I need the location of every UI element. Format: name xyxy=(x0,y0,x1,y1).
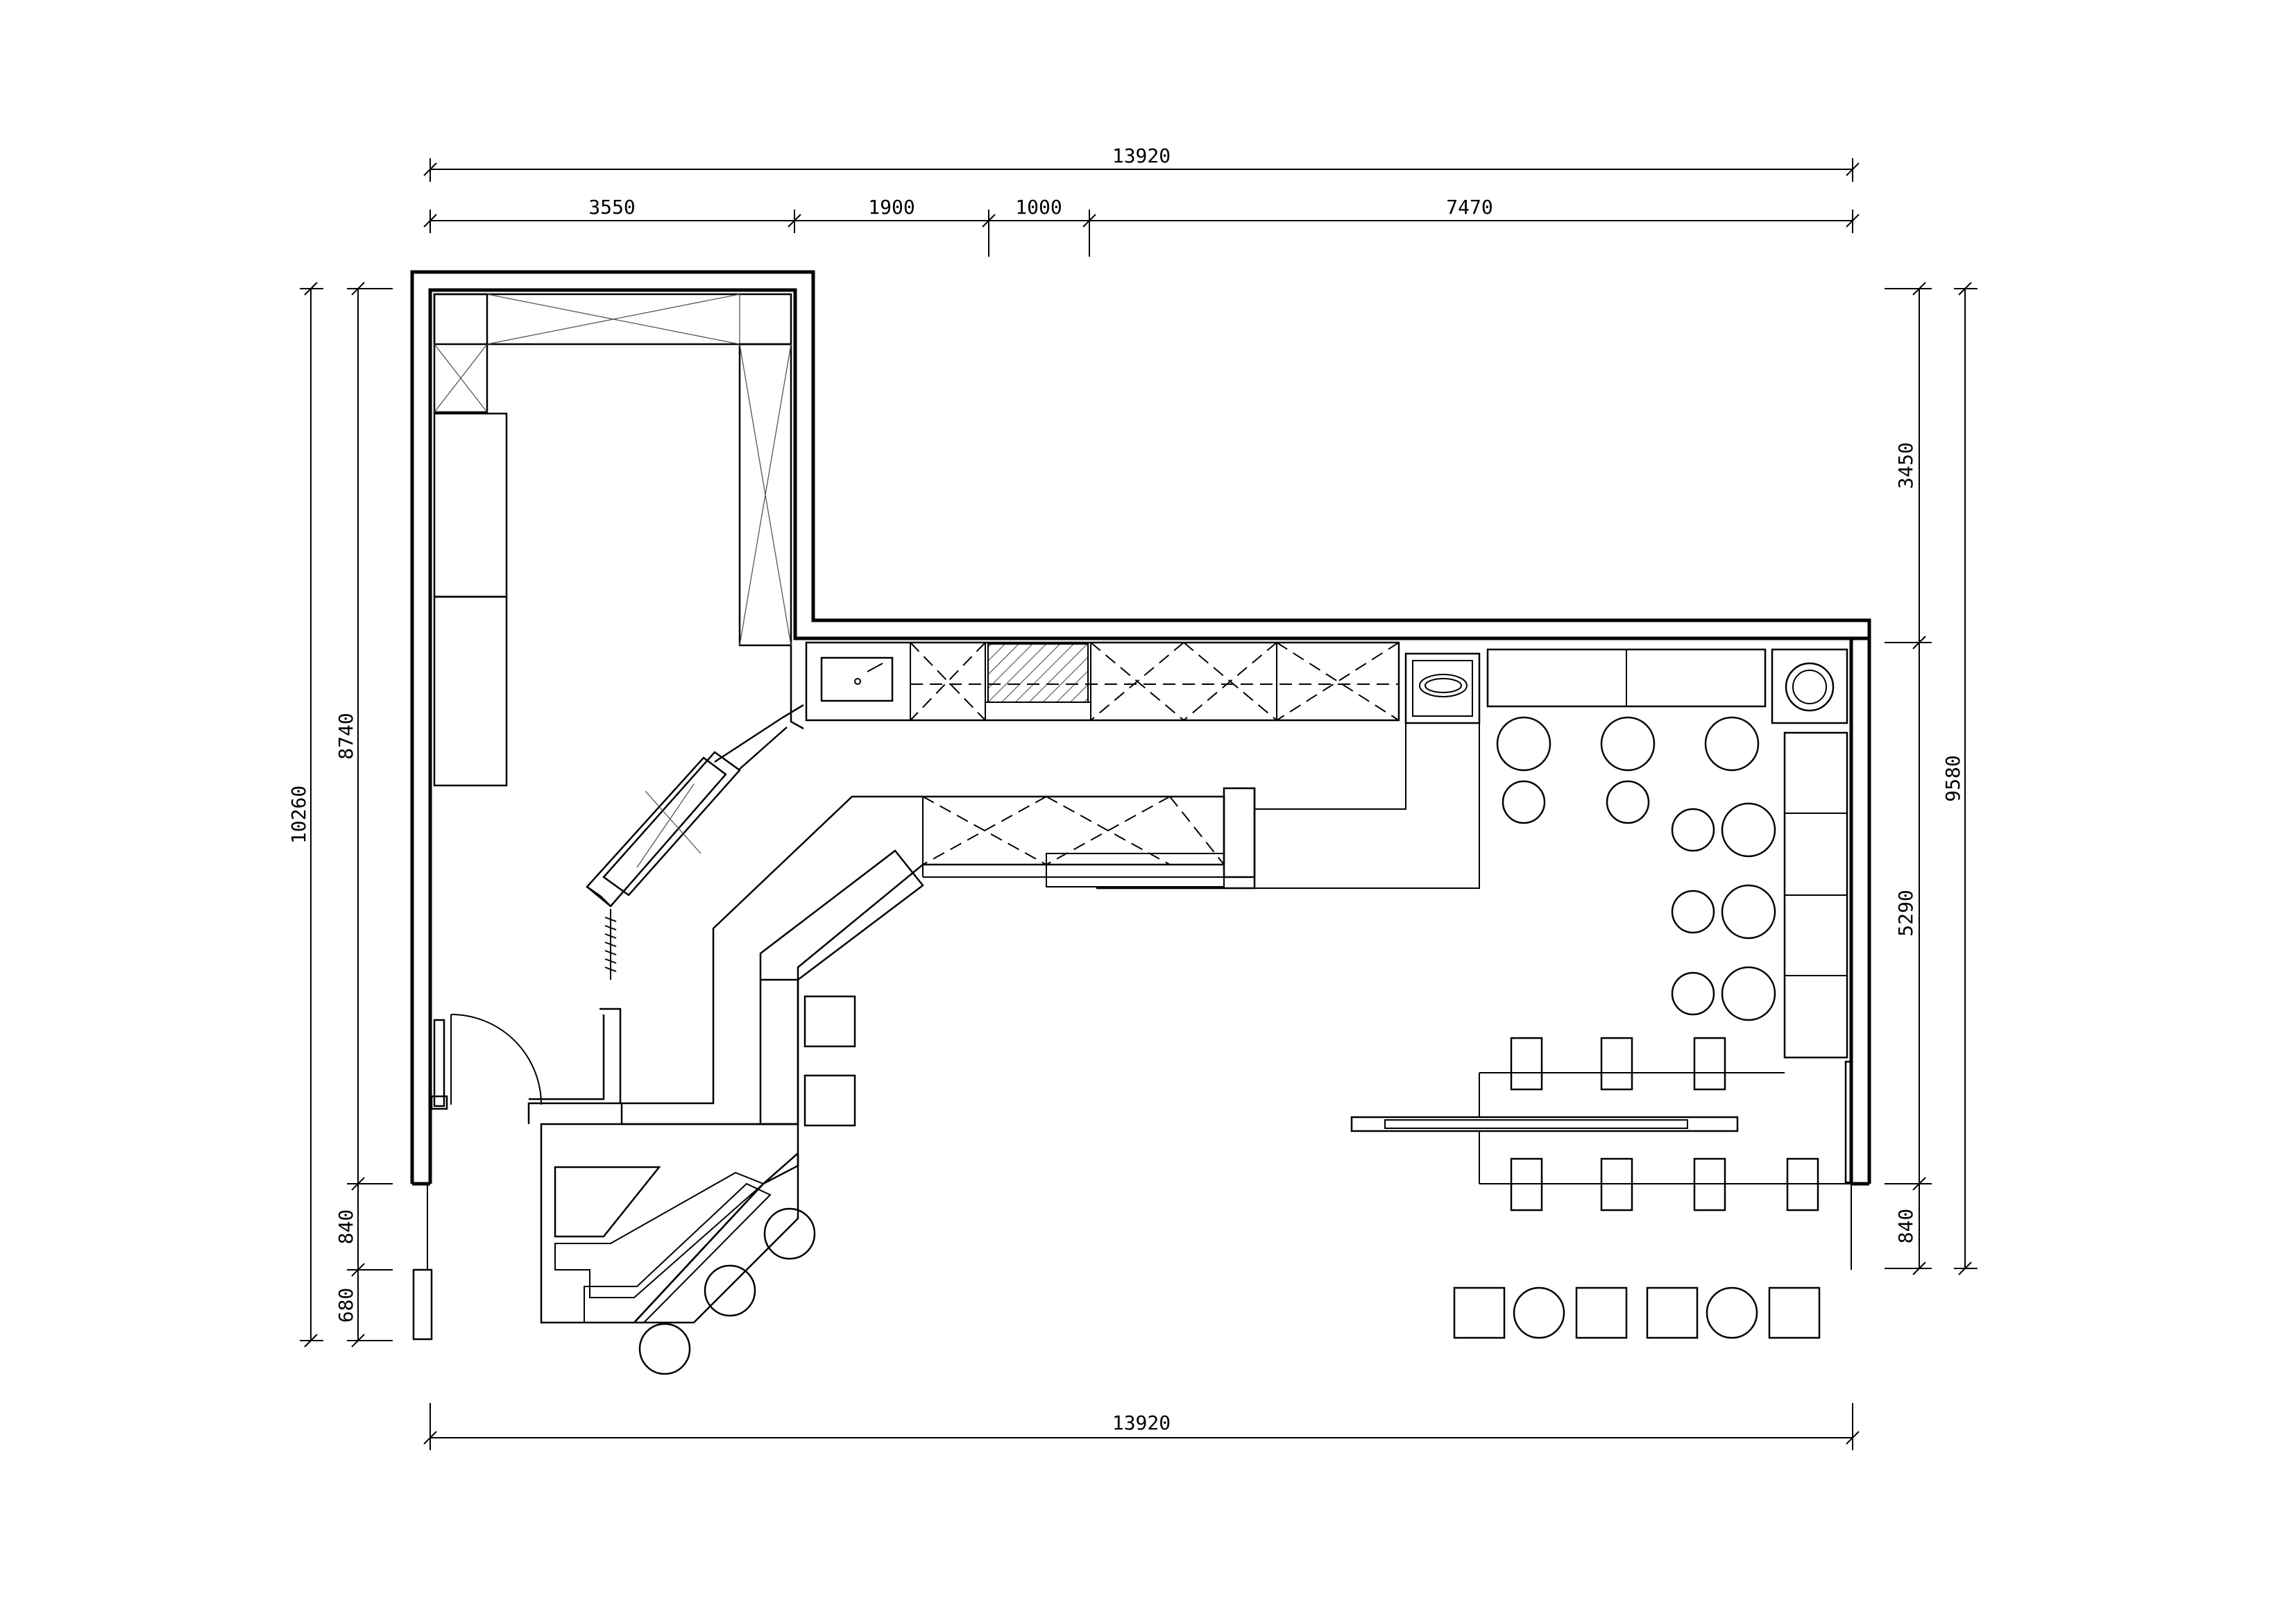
round-table xyxy=(1721,966,1776,1021)
left-dimensions: 10260 8740 840 680 xyxy=(287,282,393,1348)
back-counter xyxy=(805,641,1400,722)
dim-left-seg-1: 8740 xyxy=(334,713,357,759)
dim-top-total: 13920 xyxy=(1112,144,1171,167)
dim-left-seg-2: 840 xyxy=(334,1209,357,1245)
chair xyxy=(1502,780,1546,824)
dim-top-seg-4: 7470 xyxy=(1446,196,1493,219)
chair xyxy=(1510,1157,1543,1212)
bar-stools xyxy=(638,995,856,1375)
dim-top-seg-2: 1900 xyxy=(868,196,915,219)
bottom-dimension: 13920 xyxy=(423,1403,1860,1450)
dim-right-seg-3: 840 xyxy=(1894,1209,1917,1244)
stool xyxy=(1453,1286,1506,1339)
bar-stool xyxy=(803,1074,856,1127)
sink-icon xyxy=(820,656,894,702)
angled-partition xyxy=(586,645,804,980)
bar-stool xyxy=(638,1323,691,1375)
round-table xyxy=(1496,716,1551,772)
chair xyxy=(1600,1157,1633,1212)
stool xyxy=(1646,1286,1699,1339)
bar-stool xyxy=(763,1207,816,1260)
round-table xyxy=(1721,802,1776,858)
right-dimensions: 3450 5290 840 9580 xyxy=(1885,282,1978,1275)
chair xyxy=(1693,1157,1726,1212)
dim-left-seg-3: 680 xyxy=(334,1288,357,1323)
chair xyxy=(1671,971,1715,1016)
stove-icon xyxy=(987,643,1089,703)
round-tables xyxy=(1496,716,1776,1021)
corner-cabinet xyxy=(1404,652,1481,724)
top-dimensions: 13920 3550 1900 1000 7470 xyxy=(423,144,1860,257)
stool xyxy=(1575,1286,1628,1339)
bar-counter xyxy=(540,1123,799,1324)
bar-stool xyxy=(704,1264,756,1317)
round-table xyxy=(1721,884,1776,940)
stool xyxy=(1706,1286,1758,1339)
kitchen-partitions xyxy=(1255,723,1480,889)
plant-pot-icon xyxy=(1785,662,1835,712)
chair xyxy=(1786,1157,1819,1212)
front-seating-row xyxy=(1453,1286,1821,1339)
dim-right-seg-1: 3450 xyxy=(1894,442,1917,488)
chair xyxy=(1693,1037,1726,1091)
exterior-walls xyxy=(410,270,1871,1186)
chair xyxy=(1606,780,1650,824)
stool xyxy=(1513,1286,1565,1339)
chair xyxy=(1671,808,1715,852)
bench-seating xyxy=(1486,648,1848,1059)
dim-top-seg-1: 3550 xyxy=(588,196,635,219)
dim-right-total: 9580 xyxy=(1941,755,1964,801)
front-counter xyxy=(620,787,1256,1125)
dim-left-outer: 10260 xyxy=(287,785,310,844)
counter-partition xyxy=(527,1008,622,1124)
bar-stool xyxy=(803,995,856,1048)
chair xyxy=(1600,1037,1633,1091)
entrance-door xyxy=(412,1014,542,1341)
chair xyxy=(1510,1037,1543,1091)
dim-bottom-total: 13920 xyxy=(1112,1411,1171,1434)
dim-right-seg-2: 5290 xyxy=(1894,890,1917,936)
round-table xyxy=(1704,716,1760,772)
dim-top-seg-3: 1000 xyxy=(1015,196,1062,219)
chair xyxy=(1671,890,1715,934)
long-table xyxy=(1350,1037,1853,1270)
stool xyxy=(1768,1286,1821,1339)
storage-room xyxy=(433,293,792,787)
round-table xyxy=(1600,716,1656,772)
